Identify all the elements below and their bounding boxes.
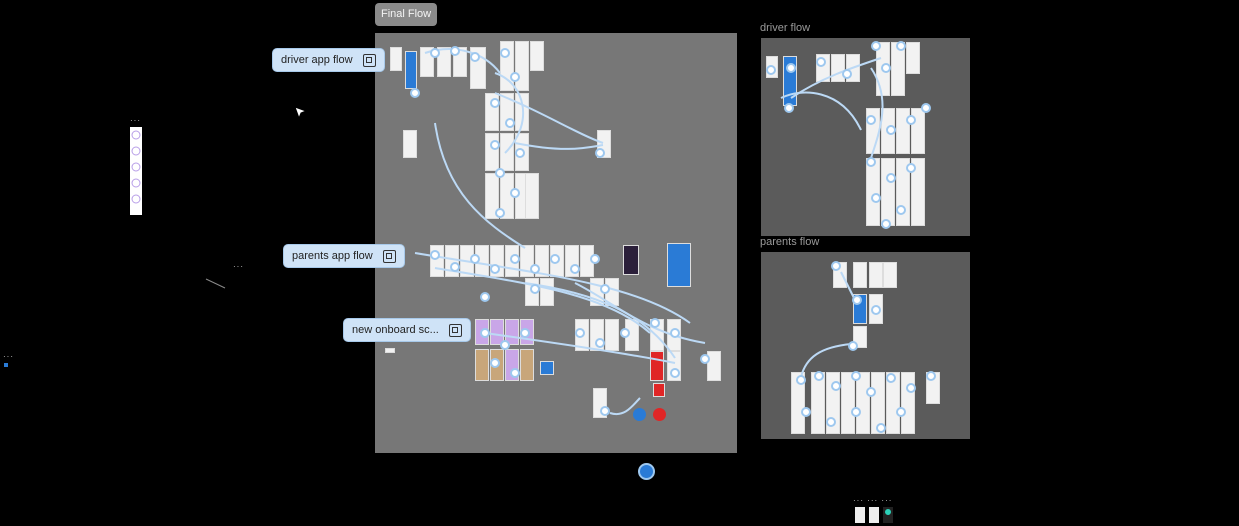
layer-handle[interactable]: ··· xyxy=(3,352,14,361)
tiny-component[interactable] xyxy=(4,363,8,367)
final-flow-frame[interactable] xyxy=(375,33,737,453)
flow-connectors xyxy=(796,261,936,433)
flow-label: driver app flow xyxy=(281,54,353,66)
flow-label: parents app flow xyxy=(292,250,373,262)
flow-start-driver-app[interactable]: driver app flow xyxy=(273,49,384,71)
layer-handle[interactable]: ··· xyxy=(233,262,244,271)
tiny-component[interactable] xyxy=(883,507,893,523)
mini-component-column[interactable] xyxy=(130,127,142,215)
flow-node-blue[interactable] xyxy=(633,408,646,421)
flow-node-red[interactable] xyxy=(653,408,666,421)
flow-start-parents-app[interactable]: parents app flow xyxy=(284,245,404,267)
final-flow-frame-label[interactable]: Final Flow xyxy=(375,3,438,26)
flow-start-icon xyxy=(362,53,376,67)
flow-start-new-onboard[interactable]: new onboard sc... xyxy=(344,319,470,341)
floating-flow-node[interactable] xyxy=(638,463,655,480)
driver-flow-frame-label[interactable]: driver flow xyxy=(760,22,811,34)
driver-flow-frame[interactable] xyxy=(761,38,970,236)
stray-line xyxy=(205,278,226,289)
parents-flow-frame[interactable] xyxy=(761,252,970,439)
parents-flow-frame-label[interactable]: parents flow xyxy=(760,236,820,248)
layer-handle[interactable]: ··· ··· ··· xyxy=(853,496,893,505)
flow-label: new onboard sc... xyxy=(352,324,439,336)
flow-connectors xyxy=(766,41,931,229)
layer-handle[interactable]: ··· xyxy=(130,116,141,125)
flow-start-icon xyxy=(448,323,462,337)
flow-connectors xyxy=(410,46,710,416)
tiny-component[interactable] xyxy=(869,507,879,523)
flow-start-icon xyxy=(382,249,396,263)
tiny-component[interactable] xyxy=(855,507,865,523)
cursor-arrow-icon xyxy=(294,106,308,120)
